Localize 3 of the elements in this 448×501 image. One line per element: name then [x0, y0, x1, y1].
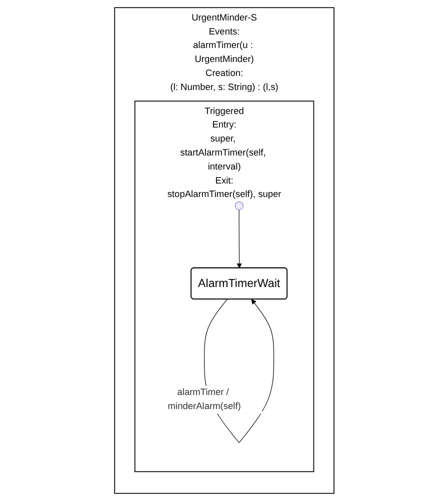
- edge-label: alarmTimer / minderAlarm(self): [168, 388, 241, 412]
- arrow: [236, 210, 242, 268]
- node-circle: [234, 202, 244, 210]
